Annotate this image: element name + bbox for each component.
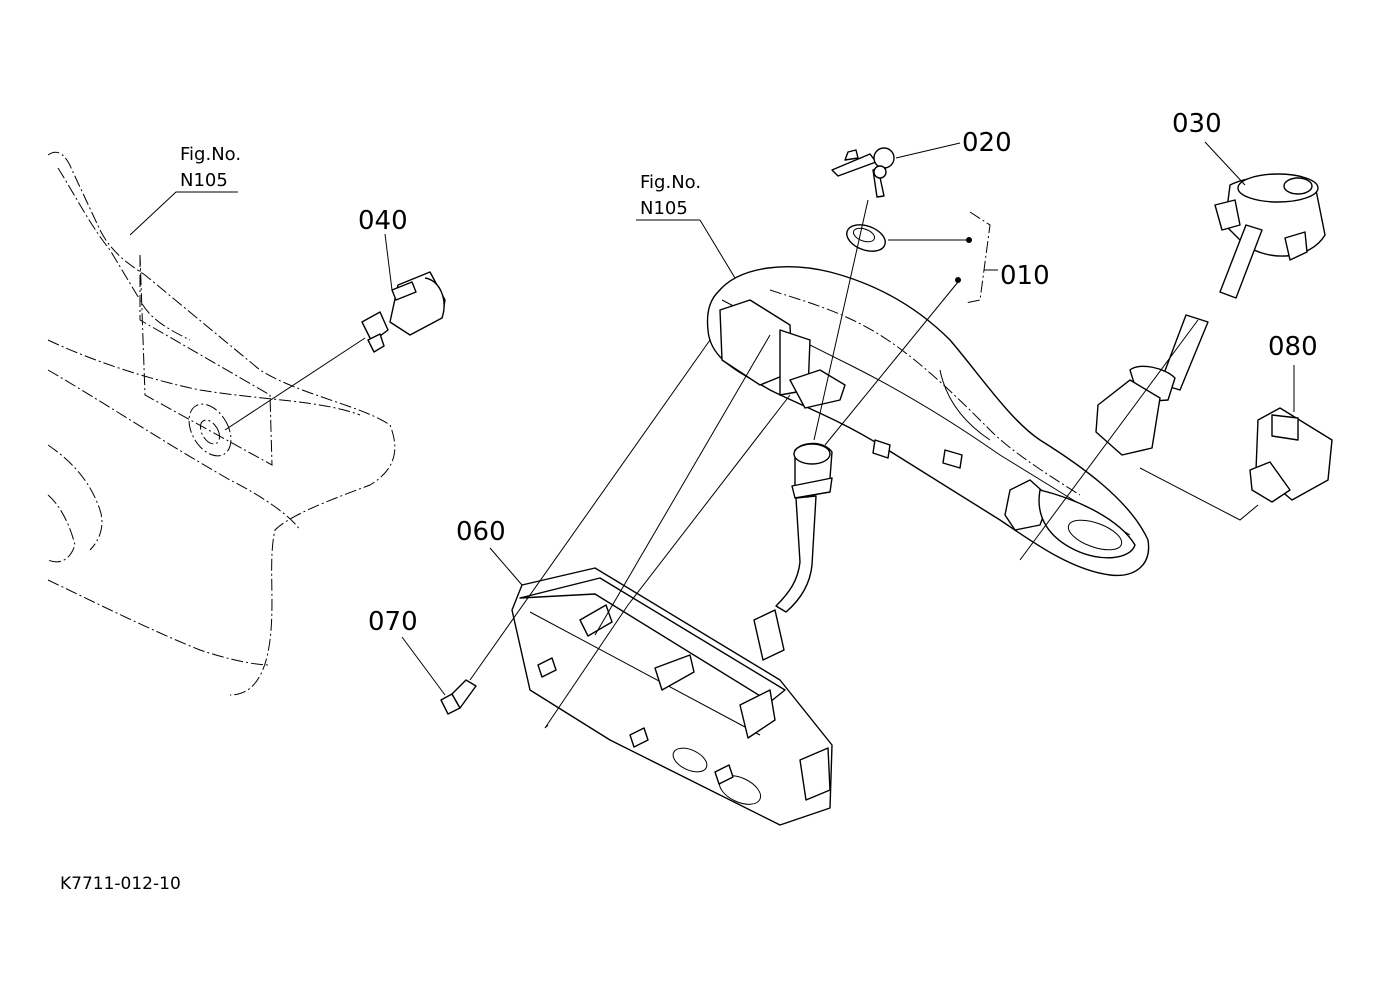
leader-030 xyxy=(1204,141,1246,186)
fig-ref-left-line1: Fig.No. xyxy=(180,144,241,165)
leader-040 xyxy=(384,233,393,291)
callout-080[interactable]: 080 xyxy=(1268,332,1318,362)
dash-panel-outline xyxy=(47,151,396,696)
fig-ref-left-line2: N105 xyxy=(180,170,228,191)
callout-010[interactable]: 010 xyxy=(1000,261,1050,291)
fig-ref-center-leader xyxy=(699,219,736,279)
part-020-key[interactable] xyxy=(831,147,895,198)
part-070-screw[interactable] xyxy=(440,339,711,715)
fig-ref-center-line2: N105 xyxy=(640,198,688,219)
fig-ref-center-line1: Fig.No. xyxy=(640,172,701,193)
part-040-switch[interactable] xyxy=(224,271,446,431)
fig-ref-left[interactable]: Fig.No. N105 xyxy=(129,144,241,236)
fig-ref-center[interactable]: Fig.No. N105 xyxy=(636,172,736,279)
instrument-housing[interactable] xyxy=(706,266,1150,577)
callout-070[interactable]: 070 xyxy=(368,607,418,637)
bracket-010 xyxy=(964,211,991,304)
leader-070 xyxy=(401,636,446,696)
leader-020 xyxy=(895,142,961,159)
part-060-meter-panel[interactable] xyxy=(511,334,833,826)
callout-060[interactable]: 060 xyxy=(456,517,506,547)
leader-060 xyxy=(489,547,523,586)
callout-020[interactable]: 020 xyxy=(962,128,1012,158)
drawing-code: K7711-012-10 xyxy=(60,874,181,894)
callout-030[interactable]: 030 xyxy=(1172,109,1222,139)
part-080-switch[interactable] xyxy=(1139,407,1333,521)
callout-040[interactable]: 040 xyxy=(358,206,408,236)
part-010-ignition-switch[interactable] xyxy=(753,199,961,661)
fig-ref-left-leader xyxy=(129,191,238,236)
part-030-switch-harness[interactable] xyxy=(1019,173,1326,561)
part-010-nut[interactable] xyxy=(843,220,972,256)
